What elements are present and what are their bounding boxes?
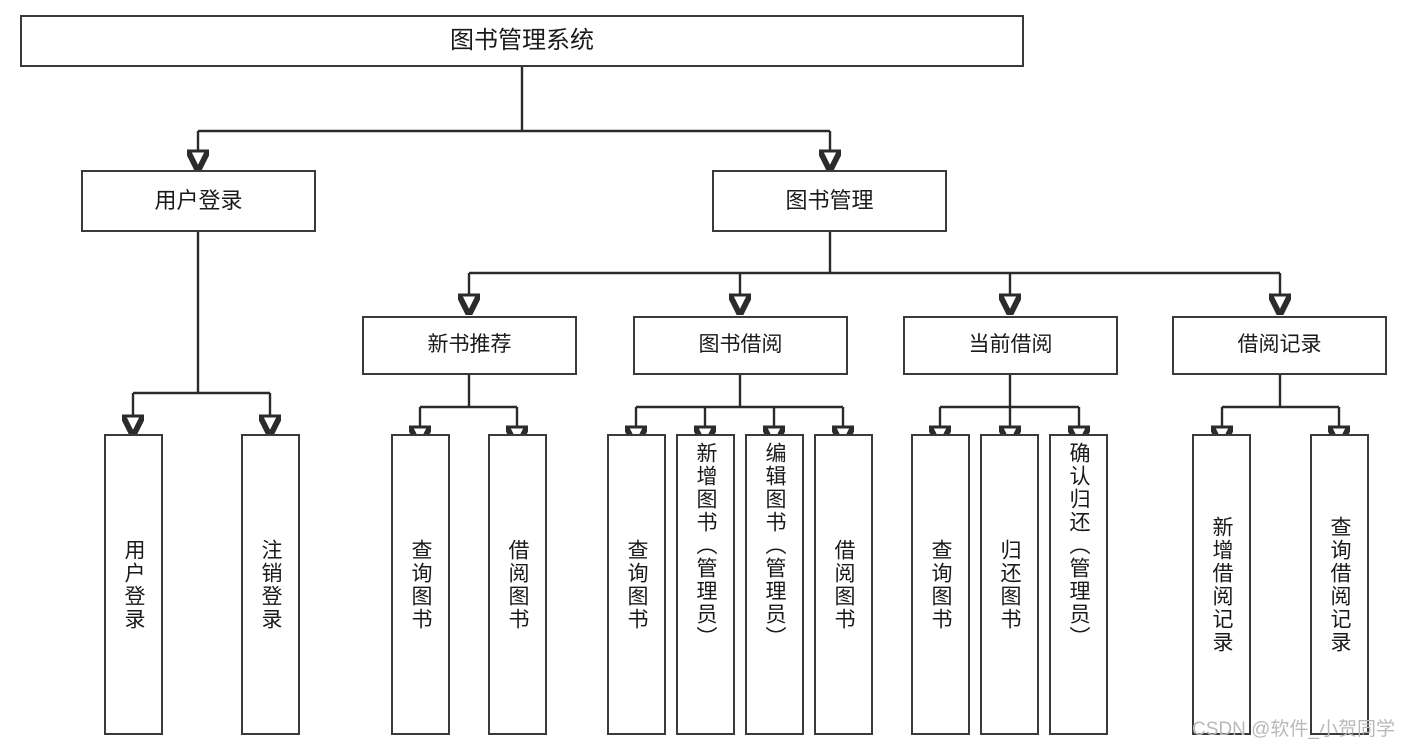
leaf-user-login-login[interactable]: 用户登录 xyxy=(104,434,163,735)
leaf-current-borrow-return-books[interactable]: 归还图书 xyxy=(980,434,1039,735)
leaf-label: 归还图书 xyxy=(998,538,1021,631)
csdn-watermark: CSDN @软件_小贺同学 xyxy=(1192,719,1395,740)
node-book-borrowing[interactable]: 图书借阅 xyxy=(633,316,848,375)
leaf-label: 新增图书（管理员） xyxy=(694,442,717,649)
node-root-library-management-system[interactable]: 图书管理系统 xyxy=(20,15,1024,67)
node-user-login[interactable]: 用户登录 xyxy=(81,170,316,232)
leaf-label: 借阅图书 xyxy=(832,538,855,631)
leaf-label: 用户登录 xyxy=(122,538,145,631)
leaf-book-borrow-edit-book-admin[interactable]: 编辑图书（管理员） xyxy=(745,434,804,735)
leaf-label: 编辑图书（管理员） xyxy=(763,442,786,649)
leaf-book-borrow-borrow-books[interactable]: 借阅图书 xyxy=(814,434,873,735)
leaf-label: 确认归还（管理员） xyxy=(1067,442,1090,649)
leaf-book-borrow-query-books[interactable]: 查询图书 xyxy=(607,434,666,735)
leaf-label: 查询图书 xyxy=(625,538,648,631)
leaf-borrow-record-add-record[interactable]: 新增借阅记录 xyxy=(1192,434,1251,735)
leaf-current-borrow-confirm-return-admin[interactable]: 确认归还（管理员） xyxy=(1049,434,1108,735)
leaf-user-login-logout[interactable]: 注销登录 xyxy=(241,434,300,735)
leaf-label: 查询图书 xyxy=(929,538,952,631)
leaf-label: 新增借阅记录 xyxy=(1210,515,1233,654)
leaf-book-borrow-add-book-admin[interactable]: 新增图书（管理员） xyxy=(676,434,735,735)
node-borrowing-record[interactable]: 借阅记录 xyxy=(1172,316,1387,375)
leaf-label: 注销登录 xyxy=(259,538,282,631)
leaf-current-borrow-query-books[interactable]: 查询图书 xyxy=(911,434,970,735)
node-book-management[interactable]: 图书管理 xyxy=(712,170,947,232)
leaf-label: 查询借阅记录 xyxy=(1328,515,1351,654)
node-new-book-recommendation[interactable]: 新书推荐 xyxy=(362,316,577,375)
leaf-label: 查询图书 xyxy=(409,538,432,631)
leaf-new-book-borrow-books[interactable]: 借阅图书 xyxy=(488,434,547,735)
leaf-borrow-record-query-record[interactable]: 查询借阅记录 xyxy=(1310,434,1369,735)
leaf-new-book-query-books[interactable]: 查询图书 xyxy=(391,434,450,735)
node-current-borrowing[interactable]: 当前借阅 xyxy=(903,316,1118,375)
leaf-label: 借阅图书 xyxy=(506,538,529,631)
